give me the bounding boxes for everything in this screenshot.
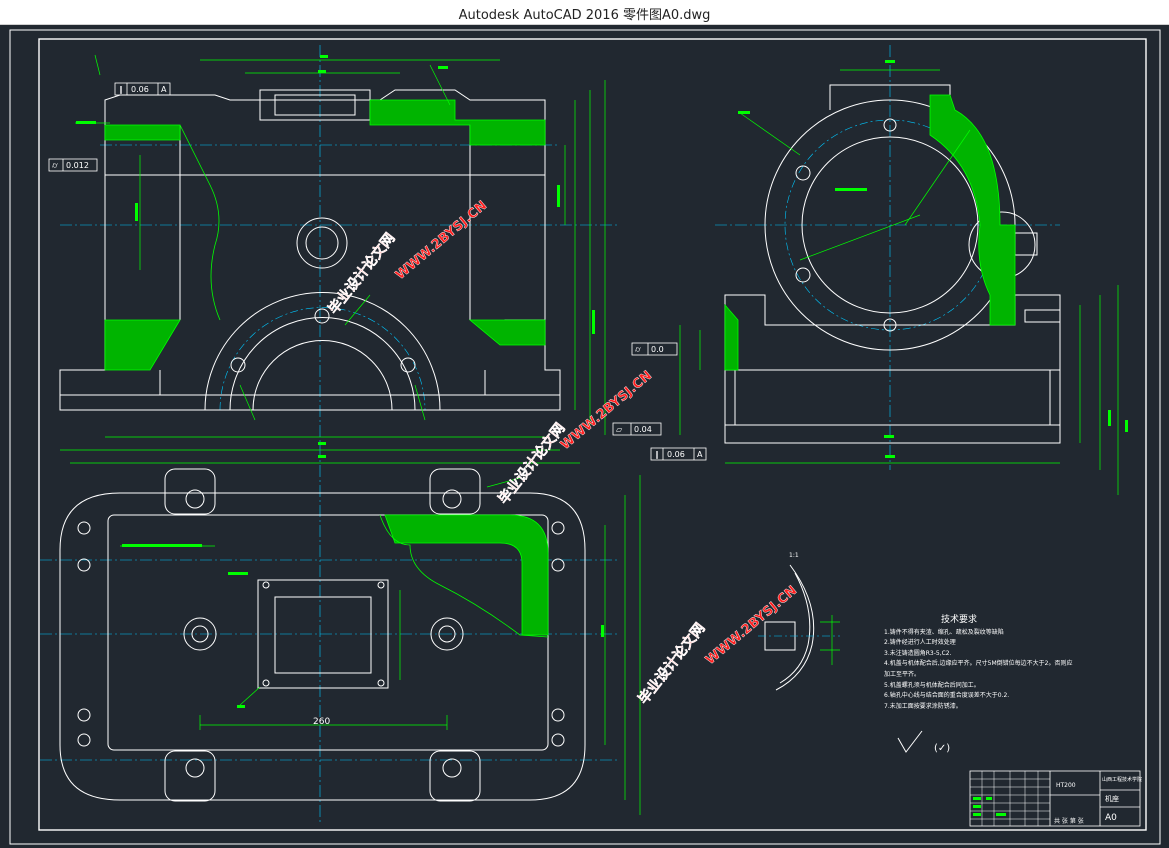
sheet-outer-border <box>9 29 1161 845</box>
tech-requirement-item: 5.机盖螺孔须与机体配合后同加工。 <box>884 681 980 689</box>
svg-text:0.04: 0.04 <box>634 425 652 434</box>
svg-text:0.012: 0.012 <box>66 161 89 170</box>
svg-text:WWW.2BYSJ.CN: WWW.2BYSJ.CN <box>558 368 655 453</box>
svg-text:毕业设计论文网: 毕业设计论文网 <box>325 230 399 318</box>
tolerance-cylindricity-left: ⌭ 0.012 <box>48 158 98 172</box>
title-block <box>969 770 1141 827</box>
tech-requirement-item: 加工至平齐。 <box>884 670 921 678</box>
tech-requirement-item: 2.铸件经进行人工时效处理 <box>884 639 956 647</box>
svg-text:毕业设计论文网: 毕业设计论文网 <box>495 420 569 508</box>
svg-text:毕业设计论文网: 毕业设计论文网 <box>635 620 709 708</box>
sheet-size-label: A0 <box>1105 813 1117 823</box>
svg-text:A: A <box>697 450 703 459</box>
front-view <box>59 45 620 825</box>
roughness-symbol: (✓) <box>897 730 950 754</box>
material-label: HT200 <box>1056 782 1076 789</box>
tech-requirements: 技术要求 1.铸件不得有夹渣、缩孔、疏松及裂纹等缺陷 2.铸件经进行人工时效处理… <box>884 615 1074 712</box>
tolerance-parallel-top: ∥ 0.06 A <box>114 82 171 96</box>
tech-requirement-item: 6.轴孔中心线与结合面的重合度误差不大于0.2. <box>884 692 1010 700</box>
tech-requirement-item: 1.铸件不得有夹渣、缩孔、疏松及裂纹等缺陷 <box>884 628 1004 636</box>
cad-drawing[interactable]: ∥ 0.06 A ⌭ 0.012 ▱ 0.04 ⌭ 0.0 <box>0 25 1169 848</box>
svg-text:A: A <box>161 85 167 94</box>
svg-text:⌭: ⌭ <box>52 161 58 170</box>
drawing-canvas[interactable]: ∥ 0.06 A ⌭ 0.012 ▱ 0.04 ⌭ 0.0 <box>0 25 1169 848</box>
svg-text:WWW.2BYSJ.CN: WWW.2BYSJ.CN <box>703 583 800 668</box>
window-title: Autodesk AutoCAD 2016 零件图A0.dwg <box>458 8 711 23</box>
school-label: 山西工程技术学院 <box>1102 776 1142 783</box>
watermark-group: 毕业设计论文网 WWW.2BYSJ.CN 毕业设计论文网 WWW.2BYSJ.C… <box>325 198 801 708</box>
svg-text:0.06: 0.06 <box>667 450 685 459</box>
dimension-260: 260 <box>313 717 330 727</box>
title-bar: Autodesk AutoCAD 2016 零件图A0.dwg <box>0 0 1169 25</box>
tolerance-value: 0.06 <box>131 85 149 94</box>
tolerance-parallel-right: ∥ 0.06 A <box>650 447 707 461</box>
svg-text:∥: ∥ <box>655 450 659 459</box>
part-name-label: 机座 <box>1105 794 1119 803</box>
svg-text:1:1: 1:1 <box>789 552 799 559</box>
tech-requirement-item: 7.未加工面按要求涂防锈漆。 <box>884 702 962 710</box>
tolerance-flatness-bottom: ▱ 0.04 <box>612 422 662 436</box>
svg-text:∥: ∥ <box>119 85 123 94</box>
plan-view <box>40 468 641 815</box>
svg-text:0.0: 0.0 <box>651 345 664 354</box>
svg-text:⌭: ⌭ <box>635 345 641 354</box>
sheet-inner-border <box>38 38 1147 831</box>
stages-label: 共 张 第 张 <box>1054 817 1084 825</box>
svg-text:WWW.2BYSJ.CN: WWW.2BYSJ.CN <box>393 198 490 283</box>
detail-view: 1:1 <box>758 552 840 691</box>
tech-requirement-item: 3.未注铸造圆角R3-5,C2. <box>884 649 952 657</box>
tech-requirements-heading: 技术要求 <box>940 615 977 625</box>
tech-requirement-item: 4.机盖与机体配合后,边缘应平齐。尺寸5M倒错位每边不大于2。否则应 <box>884 660 1073 668</box>
side-view <box>679 45 1128 495</box>
svg-text:▱: ▱ <box>616 425 623 434</box>
svg-text:(✓): (✓) <box>934 743 950 754</box>
tolerance-mid: ⌭ 0.0 <box>631 342 678 356</box>
